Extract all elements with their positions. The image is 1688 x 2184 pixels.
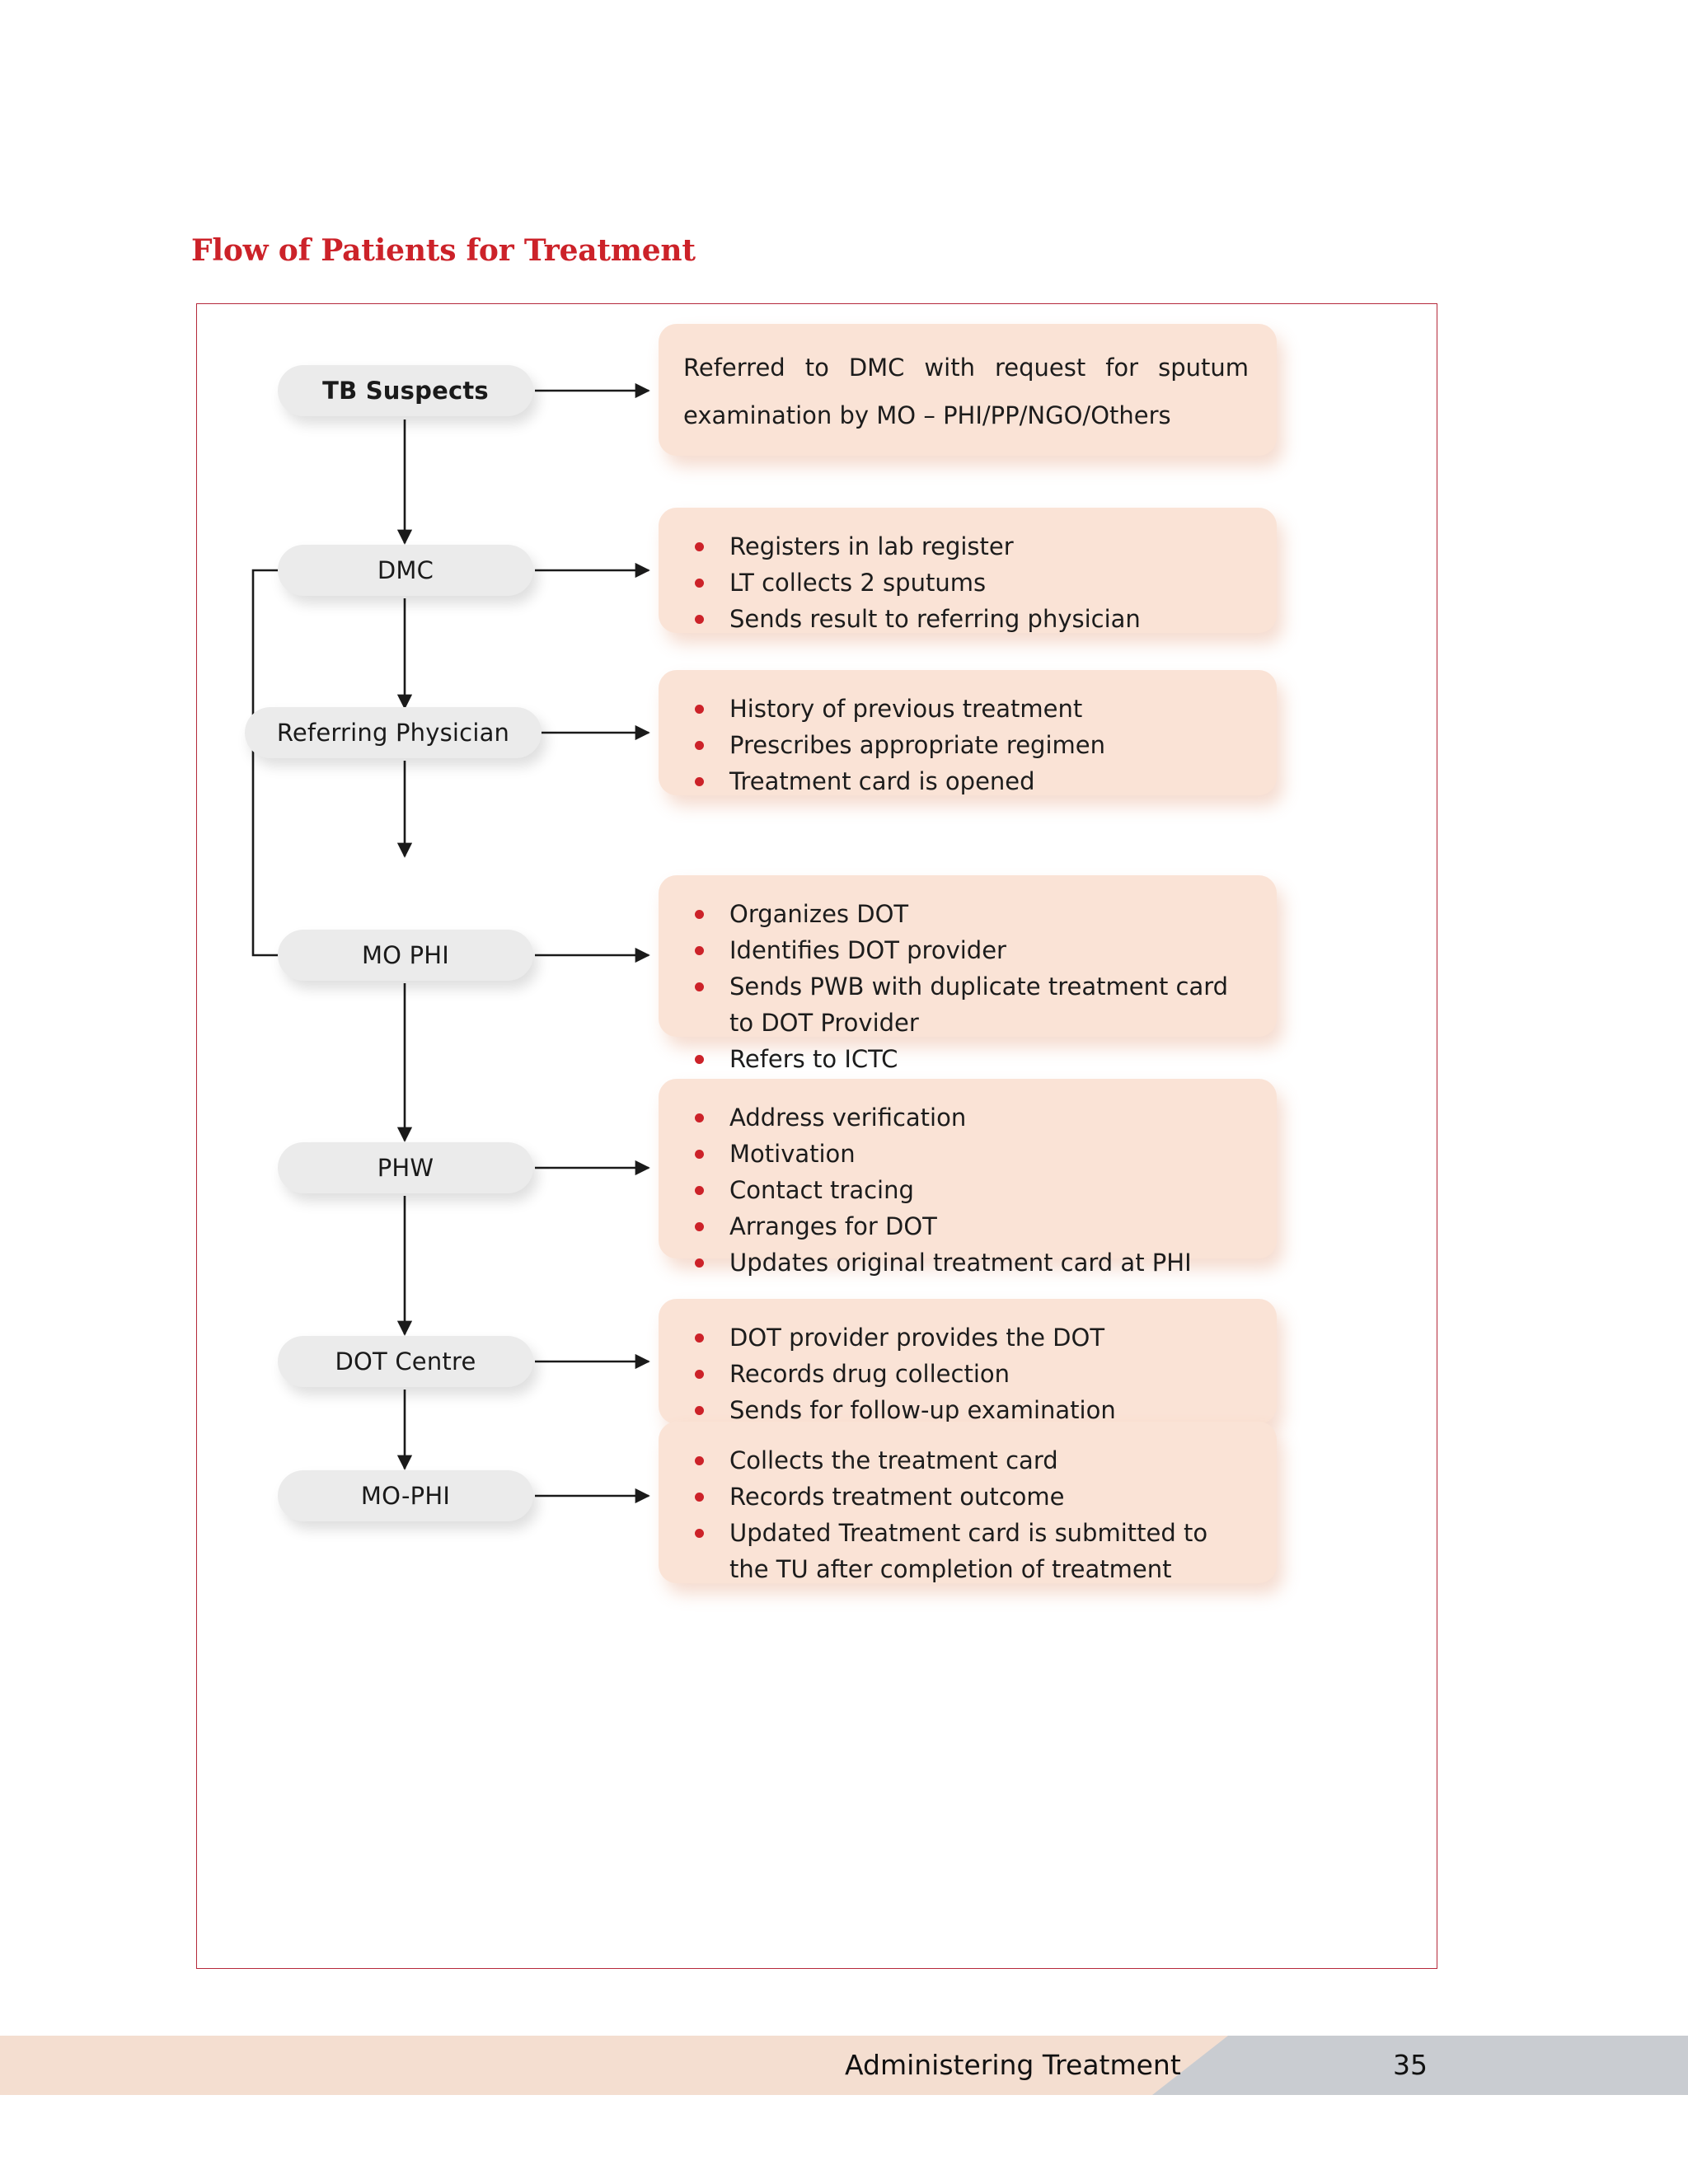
bullet-icon bbox=[695, 1493, 704, 1502]
list-item-text: LT collects 2 sputums bbox=[729, 569, 987, 597]
bullet-icon bbox=[695, 1456, 704, 1465]
list-item-text: Identifies DOT provider bbox=[729, 936, 1006, 964]
list-item: Motivation bbox=[687, 1136, 1252, 1172]
list-item-text: Treatment card is opened bbox=[729, 767, 1035, 795]
node-phw[interactable]: PHW bbox=[278, 1142, 533, 1193]
bullet-icon bbox=[695, 1186, 704, 1195]
list-item: Treatment card is opened bbox=[687, 763, 1252, 799]
bullet-icon bbox=[695, 741, 704, 750]
bullet-icon bbox=[695, 982, 704, 991]
footer-grey-band bbox=[1152, 2036, 1688, 2095]
list-item: Records drug collection bbox=[687, 1356, 1252, 1392]
list-item-text: Refers to ICTC bbox=[729, 1045, 898, 1073]
list-item: DOT provider provides the DOT bbox=[687, 1319, 1252, 1356]
bullet-icon bbox=[695, 1113, 704, 1122]
list-item-text: Sends for follow-up examination bbox=[729, 1396, 1116, 1424]
card-tb-suspects: Referred to DMC with request for sputum … bbox=[659, 324, 1277, 456]
node-referring-physician[interactable]: Referring Physician bbox=[245, 707, 542, 758]
bullet-icon bbox=[695, 579, 704, 588]
list-item: Sends for follow-up examination bbox=[687, 1392, 1252, 1428]
list-item: Records treatment outcome bbox=[687, 1479, 1252, 1515]
node-mo-phi-label: MO PHI bbox=[361, 941, 450, 969]
list-item: Updates original treatment card at PHI bbox=[687, 1244, 1252, 1281]
card-referring-physician-list: History of previous treatment Prescribes… bbox=[659, 670, 1277, 820]
flowchart-panel: TB Suspects DMC Referring Physician MO P… bbox=[196, 303, 1437, 1969]
node-mo-phi[interactable]: MO PHI bbox=[278, 930, 533, 981]
list-item: Sends result to referring physician bbox=[687, 601, 1252, 637]
list-item: History of previous treatment bbox=[687, 691, 1252, 727]
list-item: Prescribes appropriate regimen bbox=[687, 727, 1252, 763]
node-dmc[interactable]: DMC bbox=[278, 545, 533, 596]
bullet-icon bbox=[695, 1222, 704, 1231]
list-item-text: Registers in lab register bbox=[729, 532, 1014, 560]
bullet-icon bbox=[695, 542, 704, 551]
flowchart-stage: TB Suspects DMC Referring Physician MO P… bbox=[197, 304, 1438, 1970]
list-item: Sends PWB with duplicate treatment card … bbox=[687, 968, 1252, 1041]
card-phw-list: Address verification Motivation Contact … bbox=[659, 1079, 1277, 1301]
list-item: Address verification bbox=[687, 1099, 1252, 1136]
node-dot-centre[interactable]: DOT Centre bbox=[278, 1336, 533, 1387]
bullet-icon bbox=[695, 946, 704, 955]
list-item: Identifies DOT provider bbox=[687, 932, 1252, 968]
bullet-icon bbox=[695, 1150, 704, 1159]
card-mo-phi-final: Collects the treatment card Records trea… bbox=[659, 1422, 1277, 1583]
list-item: Collects the treatment card bbox=[687, 1442, 1252, 1479]
node-mo-phi-final-label: MO-PHI bbox=[360, 1482, 451, 1510]
list-item-text: Sends result to referring physician bbox=[729, 605, 1141, 633]
card-dmc-list: Registers in lab register LT collects 2 … bbox=[659, 508, 1277, 658]
node-tb-suspects-label: TB Suspects bbox=[322, 377, 489, 405]
node-dmc-label: DMC bbox=[377, 556, 434, 584]
bullet-icon bbox=[695, 615, 704, 624]
list-item-text: Address verification bbox=[729, 1104, 967, 1132]
bullet-icon bbox=[695, 910, 704, 919]
node-referring-physician-label: Referring Physician bbox=[276, 719, 510, 747]
node-phw-label: PHW bbox=[377, 1154, 434, 1182]
card-mo-phi-final-list: Collects the treatment card Records trea… bbox=[659, 1422, 1277, 1608]
list-item: LT collects 2 sputums bbox=[687, 565, 1252, 601]
node-tb-suspects[interactable]: TB Suspects bbox=[278, 365, 533, 416]
card-phw: Address verification Motivation Contact … bbox=[659, 1079, 1277, 1277]
list-item: Contact tracing bbox=[687, 1172, 1252, 1208]
list-item-text: Sends PWB with duplicate treatment card … bbox=[729, 972, 1229, 1037]
card-mo-phi-list: Organizes DOT Identifies DOT provider Se… bbox=[659, 875, 1277, 1098]
card-mo-phi: Organizes DOT Identifies DOT provider Se… bbox=[659, 875, 1277, 1073]
footer-page-number: 35 bbox=[1393, 2049, 1428, 2081]
list-item: Updated Treatment card is submitted to t… bbox=[687, 1515, 1252, 1587]
page-title: Flow of Patients for Treatment bbox=[191, 233, 696, 268]
list-item-text: DOT provider provides the DOT bbox=[729, 1324, 1105, 1352]
list-item-text: History of previous treatment bbox=[729, 695, 1083, 723]
list-item-text: Contact tracing bbox=[729, 1176, 914, 1204]
node-dot-centre-label: DOT Centre bbox=[335, 1347, 476, 1376]
list-item-text: Updates original treatment card at PHI bbox=[729, 1249, 1192, 1277]
bullet-icon bbox=[695, 705, 704, 714]
bullet-icon bbox=[695, 1258, 704, 1268]
list-item: Refers to ICTC bbox=[687, 1041, 1252, 1077]
list-item-text: Updated Treatment card is submitted to t… bbox=[729, 1519, 1208, 1583]
list-item-text: Organizes DOT bbox=[729, 900, 909, 928]
list-item-text: Arranges for DOT bbox=[729, 1212, 937, 1240]
bullet-icon bbox=[695, 1333, 704, 1343]
list-item: Registers in lab register bbox=[687, 528, 1252, 565]
bullet-icon bbox=[695, 777, 704, 786]
list-item-text: Motivation bbox=[729, 1140, 856, 1168]
list-item: Organizes DOT bbox=[687, 896, 1252, 932]
arrow-feedback-loop-to-mo-phi bbox=[251, 569, 434, 963]
card-dot-centre-list: DOT provider provides the DOT Records dr… bbox=[659, 1299, 1277, 1449]
card-referring-physician: History of previous treatment Prescribes… bbox=[659, 670, 1277, 795]
list-item: Arranges for DOT bbox=[687, 1208, 1252, 1244]
card-tb-suspects-text: Referred to DMC with request for sputum … bbox=[683, 354, 1249, 429]
list-item-text: Records drug collection bbox=[729, 1360, 1010, 1388]
node-mo-phi-final[interactable]: MO-PHI bbox=[278, 1470, 533, 1521]
bullet-icon bbox=[695, 1529, 704, 1538]
bullet-icon bbox=[695, 1406, 704, 1415]
bullet-icon bbox=[695, 1055, 704, 1064]
card-dmc: Registers in lab register LT collects 2 … bbox=[659, 508, 1277, 633]
bullet-icon bbox=[695, 1370, 704, 1379]
list-item-text: Collects the treatment card bbox=[729, 1446, 1058, 1474]
list-item-text: Records treatment outcome bbox=[729, 1483, 1065, 1511]
page-footer: Administering Treatment 35 bbox=[0, 2036, 1688, 2095]
list-item-text: Prescribes appropriate regimen bbox=[729, 731, 1105, 759]
card-dot-centre: DOT provider provides the DOT Records dr… bbox=[659, 1299, 1277, 1424]
footer-section-title: Administering Treatment bbox=[845, 2049, 1181, 2081]
